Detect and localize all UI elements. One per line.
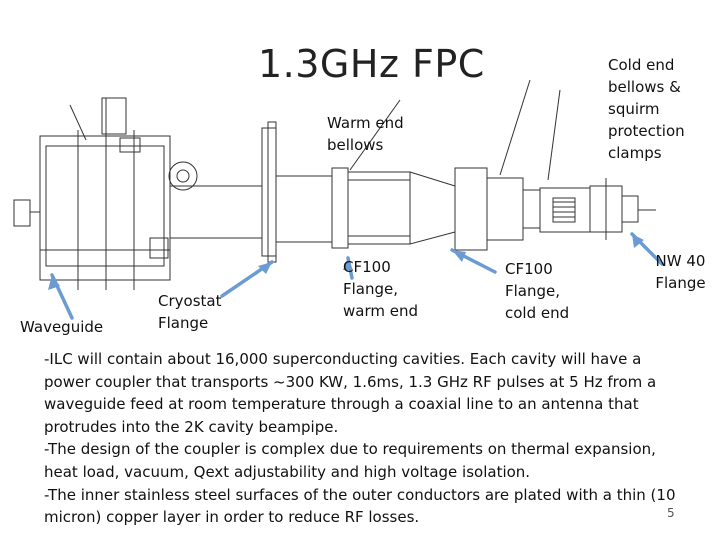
label-cf100-warm: CF100 Flange, warm end — [343, 258, 418, 320]
body-text: -ILC will contain about 16,000 supercond… — [44, 348, 684, 529]
label-cold-end-bellows: Cold end bellows & squirm protection cla… — [608, 56, 685, 162]
bellows-shape — [552, 197, 576, 223]
coupler-drawing — [13, 79, 664, 320]
body-paragraph-2: -The design of the coupler is complex du… — [44, 440, 656, 481]
waveguide-knob — [13, 199, 31, 227]
page-number: 5 — [667, 506, 675, 520]
cf100-warm-shape — [454, 167, 488, 251]
body-paragraph-3: -The inner stainless steel surfaces of t… — [44, 485, 676, 527]
label-nw40: NW 40 Flange — [655, 252, 706, 292]
body-paragraph-1: -ILC will contain about 16,000 supercond… — [44, 350, 657, 436]
label-waveguide: Waveguide — [20, 318, 104, 336]
label-warm-end-bellows: Warm end bellows — [327, 114, 404, 154]
cryostat-flange-shape — [261, 127, 277, 257]
label-cf100-cold: CF100 Flange, cold end — [505, 260, 570, 322]
label-cryostat-flange: Cryostat Flange — [158, 292, 222, 332]
slide-title: 1.3GHz FPC — [258, 42, 485, 86]
